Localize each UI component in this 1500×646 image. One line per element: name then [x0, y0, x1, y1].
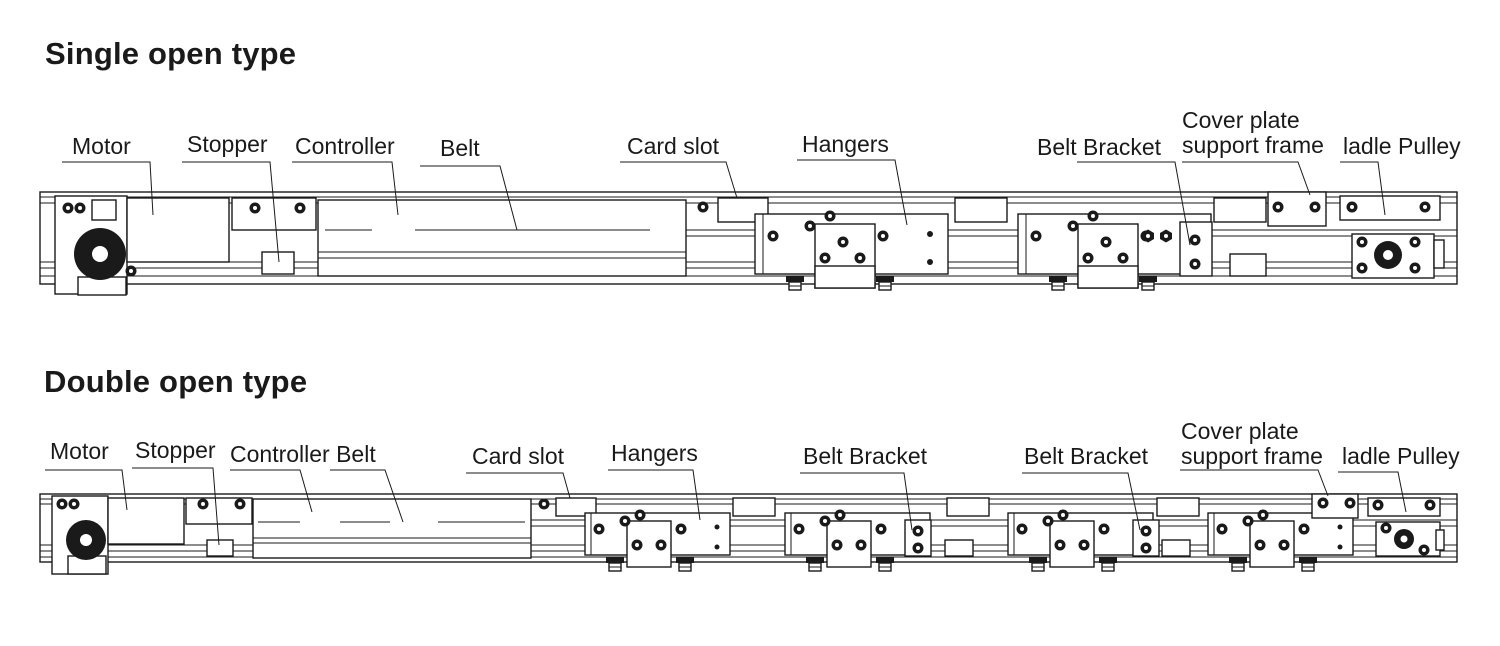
label-card-slot-double: Card slot: [472, 443, 565, 469]
motor-single: [54, 195, 230, 296]
leader-lines-single: [62, 159, 1386, 263]
double-open-title: Double open type: [44, 364, 308, 399]
cover-plate-frame-single: [1213, 191, 1327, 227]
single-open-diagram: [39, 191, 1458, 296]
stopper-double: [185, 497, 253, 557]
label-idle-pulley-double: ladle Pulley: [1342, 443, 1460, 469]
label-hangers-double: Hangers: [611, 440, 698, 466]
label-motor-double: Motor: [50, 438, 109, 464]
label-belt-bracket-single: Belt Bracket: [1037, 134, 1161, 160]
label-belt-bracket-double-1: Belt Bracket: [803, 443, 927, 469]
label-belt-single: Belt: [440, 135, 480, 161]
label-motor-single: Motor: [72, 133, 131, 159]
card-slot-double: [538, 497, 597, 517]
belt-bracket-single: [1142, 221, 1267, 277]
cover-plate-frame-double: [1311, 493, 1359, 519]
label-controller-belt-double: Controller Belt: [230, 441, 376, 467]
controller-single: [317, 199, 687, 277]
single-open-title: Single open type: [45, 36, 297, 71]
label-cover-plate-single: Cover plate support frame: [1182, 107, 1324, 158]
controller-belt-double: [252, 498, 532, 559]
label-card-slot-single: Card slot: [627, 133, 720, 159]
label-hangers-single: Hangers: [802, 131, 889, 157]
leader-lines-double: [45, 467, 1407, 546]
label-idle-pulley-single: ladle Pulley: [1343, 133, 1461, 159]
label-belt-bracket-double-2: Belt Bracket: [1024, 443, 1148, 469]
idle-pulley-single: [1339, 195, 1445, 279]
belt-bracket-double-1: [904, 519, 974, 557]
label-controller-single: Controller: [295, 133, 395, 159]
idle-pulley-double: [1367, 497, 1445, 557]
label-stopper-single: Stopper: [187, 131, 268, 157]
belt-bracket-double-2: [1132, 497, 1200, 557]
label-cover-plate-double: Cover plate support frame: [1181, 418, 1323, 469]
double-open-diagram: [39, 493, 1458, 575]
motor-double: [51, 495, 185, 575]
label-stopper-double: Stopper: [135, 437, 216, 463]
stopper-single: [231, 197, 317, 275]
